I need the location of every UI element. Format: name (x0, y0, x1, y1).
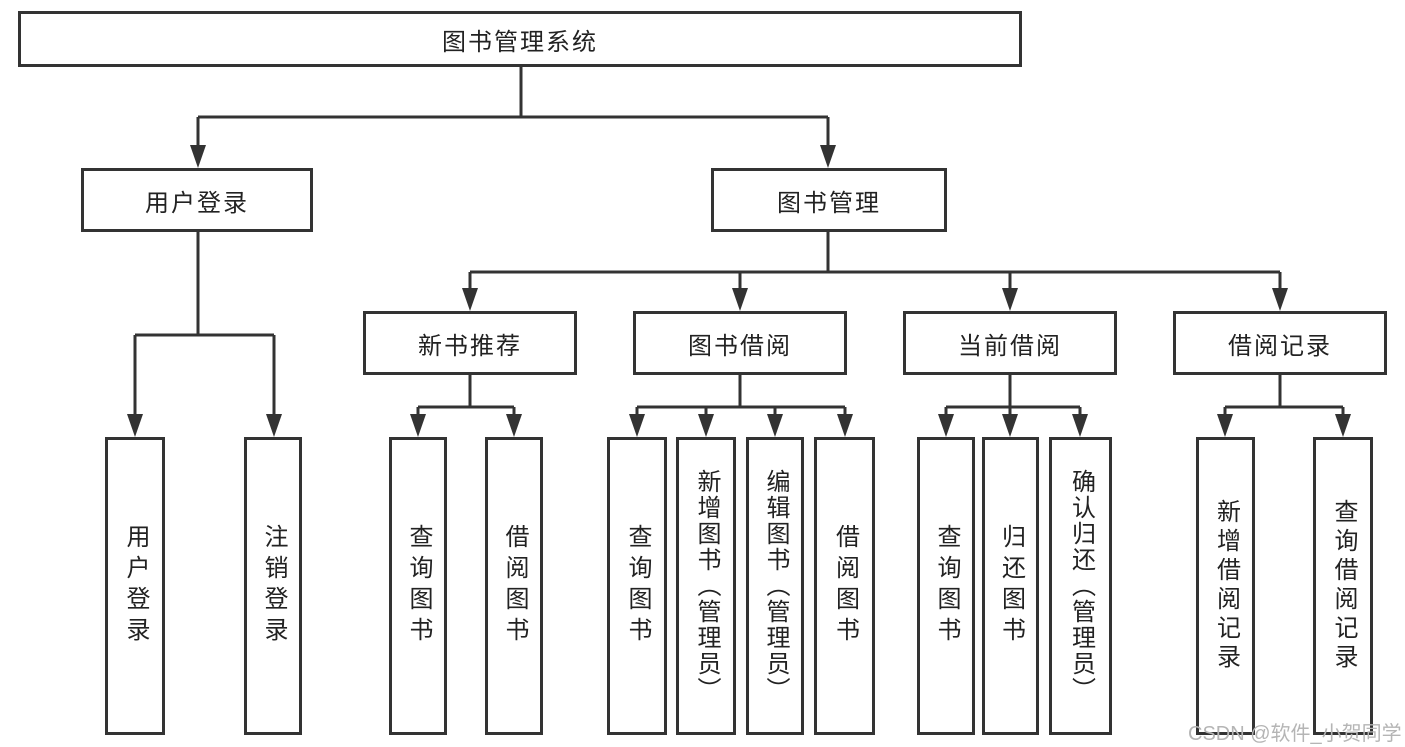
arrow-icon (698, 414, 714, 437)
arrow-icon (1072, 414, 1088, 437)
leaf-query-book-1: 查询图书 (389, 437, 447, 735)
node-new-book-recommend: 新书推荐 (363, 311, 577, 375)
arrow-icon (1002, 414, 1018, 437)
arrow-icon (732, 288, 748, 311)
node-borrow-records: 借阅记录 (1173, 311, 1387, 375)
arrow-icon (506, 414, 522, 437)
leaf-logout: 注销登录 (244, 437, 302, 735)
arrow-icon (820, 145, 836, 168)
node-book-borrow: 图书借阅 (633, 311, 847, 375)
csdn-watermark: CSDN @软件_小贺同学 (1188, 723, 1402, 745)
arrowheads (127, 145, 1351, 437)
connector-lines (133, 67, 1345, 416)
arrow-icon (938, 414, 954, 437)
arrow-icon (767, 414, 783, 437)
arrow-icon (1217, 414, 1233, 437)
node-book-management: 图书管理 (711, 168, 947, 232)
arrow-icon (410, 414, 426, 437)
leaf-query-book-3: 查询图书 (917, 437, 975, 735)
arrow-icon (1335, 414, 1351, 437)
arrow-icon (266, 414, 282, 437)
node-user-login: 用户登录 (81, 168, 313, 232)
arrow-icon (462, 288, 478, 311)
arrow-icon (1272, 288, 1288, 311)
leaf-add-borrow-record: 新增借阅记录 (1196, 437, 1255, 735)
node-current-borrow: 当前借阅 (903, 311, 1117, 375)
leaf-borrow-book-1: 借阅图书 (485, 437, 543, 735)
arrow-icon (629, 414, 645, 437)
leaf-query-borrow-record: 查询借阅记录 (1313, 437, 1373, 735)
arrow-icon (127, 414, 143, 437)
arrow-icon (837, 414, 853, 437)
leaf-return-book: 归还图书 (982, 437, 1039, 735)
leaf-borrow-book-2: 借阅图书 (814, 437, 875, 735)
leaf-query-book-2: 查询图书 (607, 437, 667, 735)
arrow-icon (1002, 288, 1018, 311)
arrow-icon (190, 145, 206, 168)
leaf-user-login: 用户登录 (105, 437, 165, 735)
leaf-confirm-return-admin: 确认归还（管理员） (1049, 437, 1112, 735)
leaf-add-book-admin: 新增图书（管理员） (676, 437, 736, 735)
leaf-edit-book-admin: 编辑图书（管理员） (746, 437, 804, 735)
node-library-system: 图书管理系统 (18, 11, 1022, 67)
